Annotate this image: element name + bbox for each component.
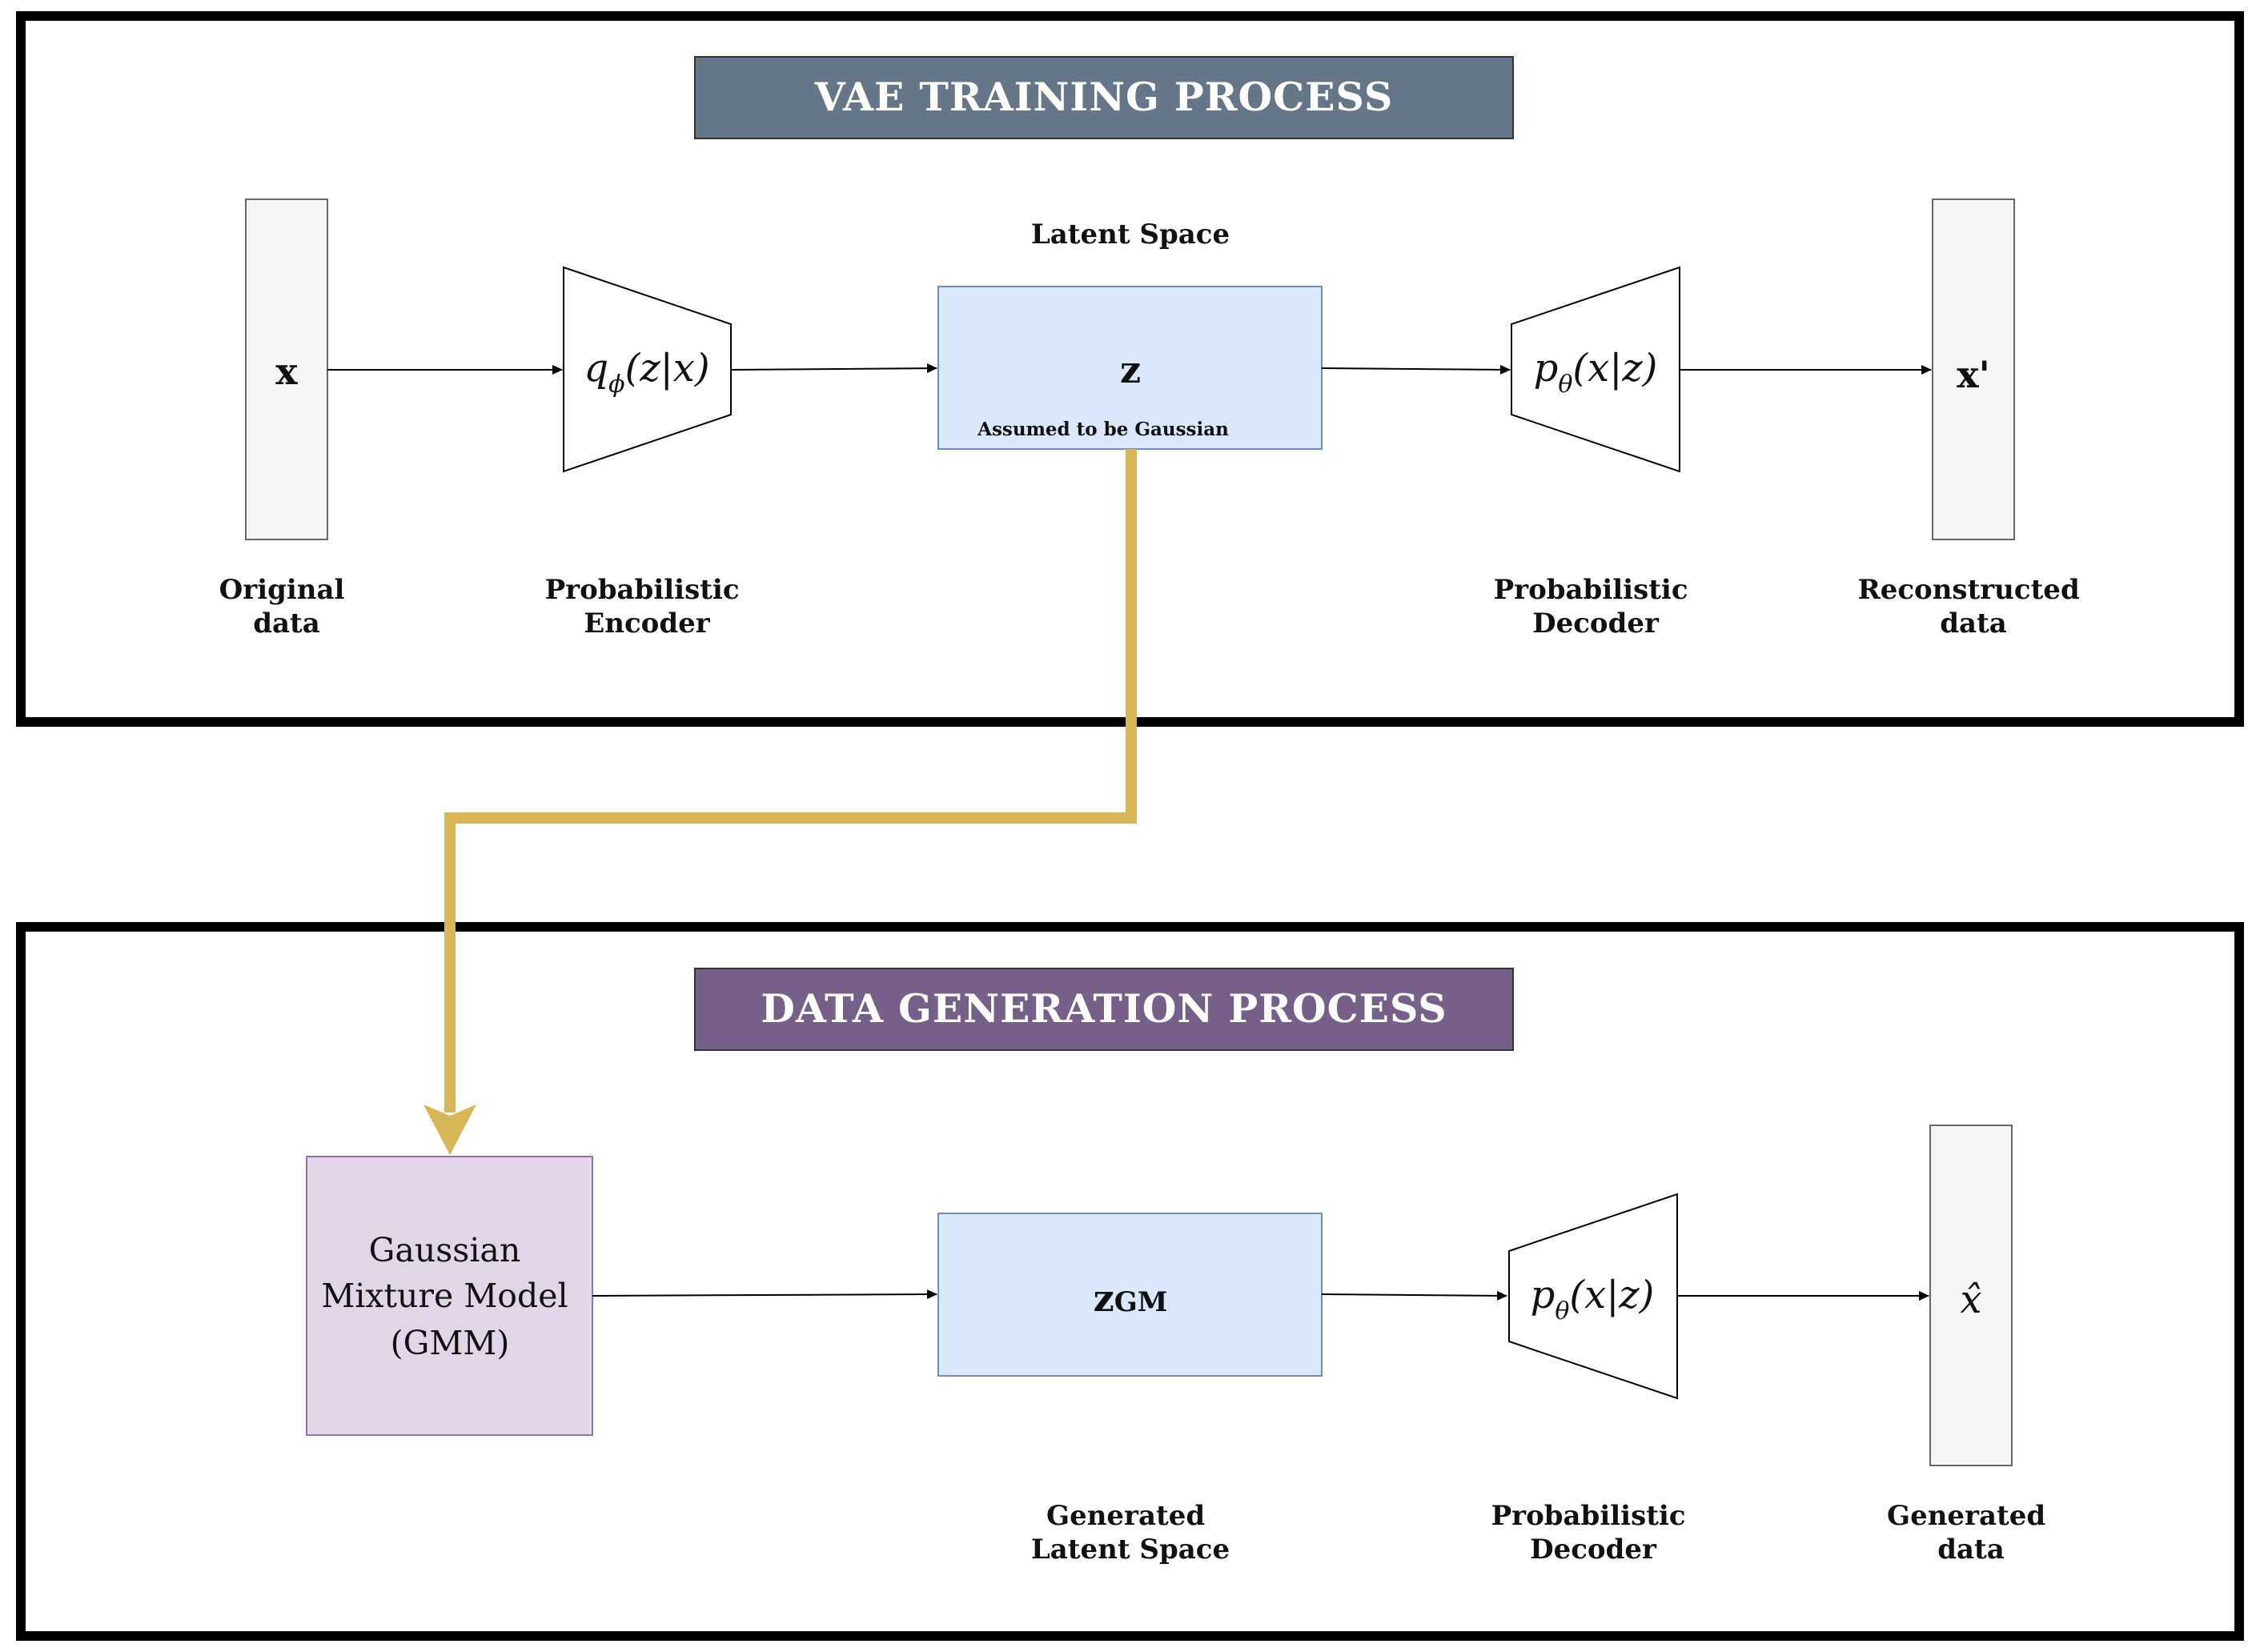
latent-note: Assumed to be Gaussian: [977, 419, 1229, 440]
reconstructed-var: x': [1957, 353, 1990, 396]
gmm-label: Gaussian Mixture Model (GMM): [321, 1231, 578, 1362]
latent-to-gmm-arrowhead: [423, 1105, 476, 1155]
arrow-latent-to-gen-decoder: [1321, 1290, 1507, 1301]
encoder-label: Probabilistic Encoder: [545, 574, 749, 640]
encoder-formula: qϕ(z|x): [584, 346, 709, 399]
generated-latent-box: [937, 1213, 1323, 1377]
latent-var: z: [1120, 348, 1141, 391]
gen-decoder-label: Probabilistic Decoder: [1491, 1500, 1696, 1566]
arrow-gmm-to-latent: [592, 1289, 937, 1300]
arrow-encoder-to-latent: [730, 363, 937, 374]
original-data-var: x: [275, 350, 298, 393]
gen-decoder-formula: pθ(x|z): [1531, 1273, 1655, 1325]
encoder-trapezoid: [563, 266, 732, 473]
original-data-block: [245, 198, 328, 540]
arrow-latent-to-decoder: [1321, 364, 1511, 375]
generated-data-label: Generated data: [1887, 1500, 2055, 1566]
training-title-banner: [694, 56, 1514, 139]
gmm-box: [306, 1156, 593, 1436]
latent-space-title: Latent Space: [1031, 219, 1230, 251]
gen-decoder-trapezoid: [1508, 1193, 1678, 1400]
generated-data-var: x̂: [1960, 1277, 1981, 1322]
decoder-trapezoid: [1511, 266, 1680, 473]
training-title: VAE TRAINING PROCESS: [814, 74, 1393, 120]
reconstructed-data-block: [1932, 198, 2015, 540]
generation-title: DATA GENERATION PROCESS: [761, 985, 1447, 1032]
generated-latent-label: Generated Latent Space: [1031, 1500, 1230, 1566]
original-data-label: Original data: [219, 574, 355, 640]
generated-latent-var: zGM: [1094, 1277, 1168, 1320]
decoder-formula: pθ(x|z): [1534, 346, 1658, 399]
decoder-label: Probabilistic Decoder: [1494, 574, 1698, 640]
generation-title-banner: [694, 968, 1514, 1051]
generated-data-block: [1929, 1125, 2013, 1466]
latent-to-gmm-connector: [444, 449, 1137, 1113]
reconstructed-data-label: Reconstructed data: [1857, 574, 2089, 640]
latent-space-box: [937, 286, 1323, 450]
